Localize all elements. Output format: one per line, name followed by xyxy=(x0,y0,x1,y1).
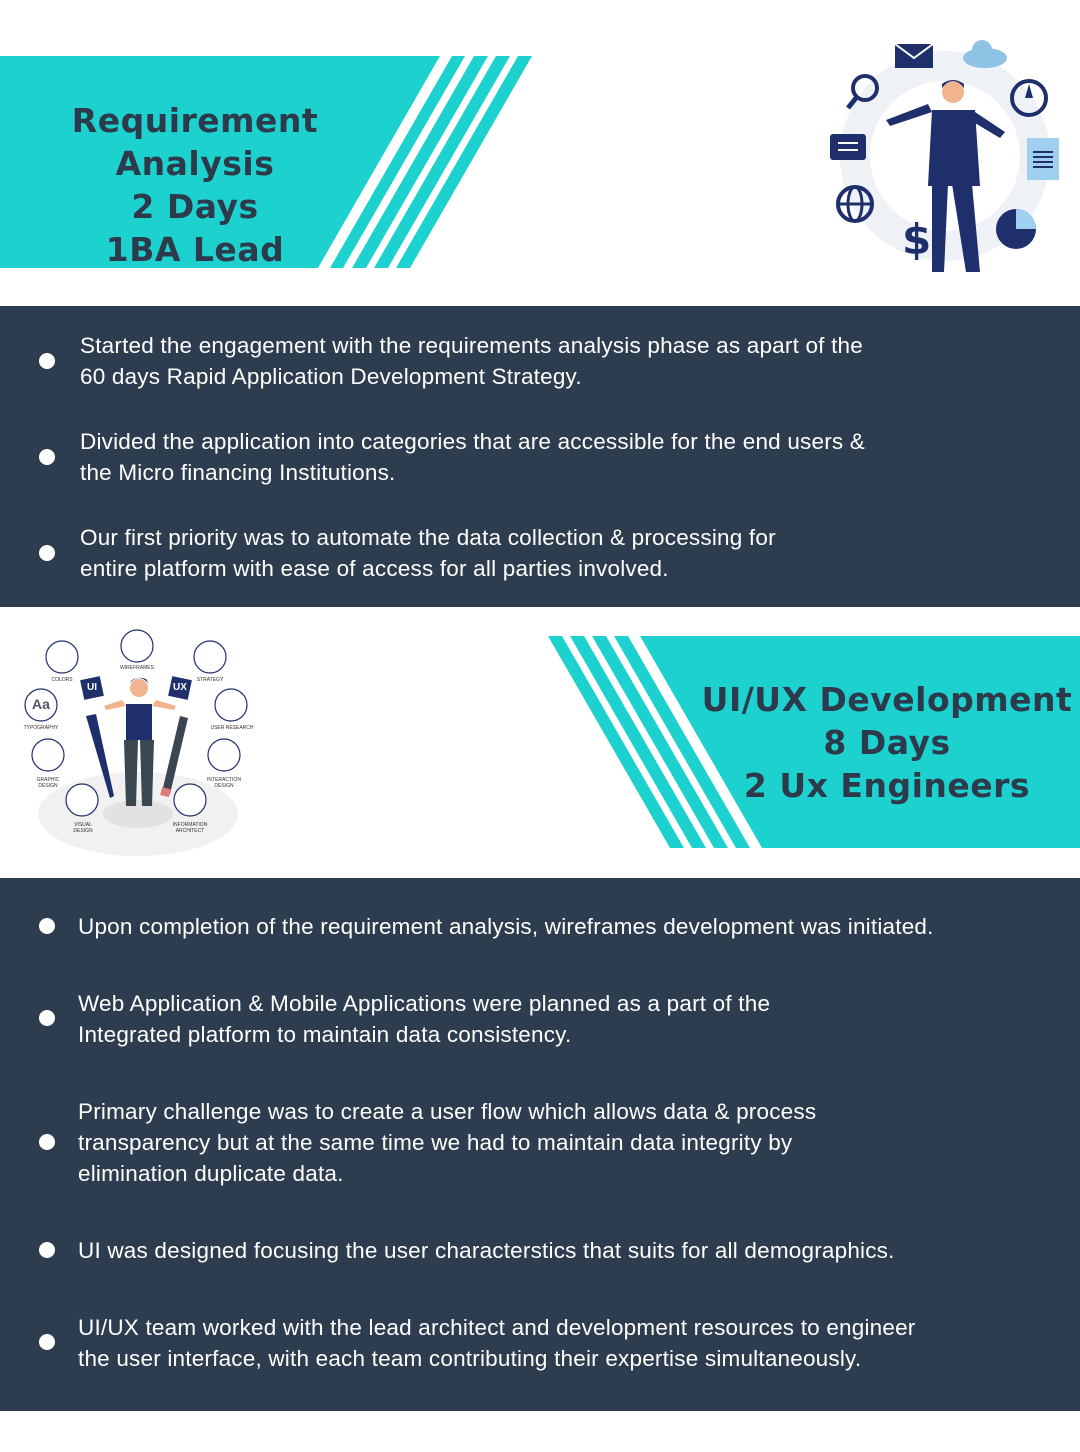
label-information-architect: INFORMATION ARCHITECT xyxy=(172,822,208,834)
title-line: 2 Days xyxy=(131,187,259,226)
bullet-text: Our first priority was to automate the d… xyxy=(80,525,776,550)
businessman-figure xyxy=(886,80,1005,272)
label-strategy: STRATEGY xyxy=(196,677,224,683)
title-line: 1BA Lead xyxy=(105,230,285,269)
brush-icon xyxy=(86,714,114,798)
magnifier-icon xyxy=(846,74,879,110)
title-line: 8 Days xyxy=(823,723,951,762)
bullet-text: Web Application & Mobile Applications we… xyxy=(78,991,771,1016)
banner-shape xyxy=(0,56,532,268)
ui-cube-icon xyxy=(80,676,104,700)
uiux-illustration: UI UX Aa COLORS WIREFRAMES STRATEGY TYPO… xyxy=(18,624,258,859)
bullet-text: 60 days Rapid Application Development St… xyxy=(80,364,582,389)
bullet-dot-icon xyxy=(39,545,55,561)
bullet-dot-icon xyxy=(39,1242,55,1258)
cloud-icon xyxy=(963,40,1007,68)
bullet-dot-icon xyxy=(39,918,55,934)
ux-label: UX xyxy=(173,682,187,693)
ux-cube-icon xyxy=(168,676,192,700)
chat-icon xyxy=(830,134,866,160)
globe-icon xyxy=(836,185,874,223)
bullet-text: Primary challenge was to create a user f… xyxy=(78,1099,817,1124)
title-line: Requirement Analysis xyxy=(71,101,319,183)
bullet-text: elimination duplicate data. xyxy=(78,1161,344,1186)
bullet-dot-icon xyxy=(39,449,55,465)
label-wireframes: WIREFRAMES xyxy=(120,665,154,671)
label-typography: TYPOGRAPHY xyxy=(23,725,59,731)
banner-shape xyxy=(548,636,1080,848)
bullet-text: entire platform with ease of access for … xyxy=(80,556,669,581)
bullet-text: Divided the application into categories … xyxy=(80,429,865,454)
title-line: UI/UX Development xyxy=(701,680,1073,719)
bullet-dot-icon xyxy=(39,1010,55,1026)
label-graphic-design: GRAPHIC DESIGN xyxy=(36,777,60,789)
bullet-text: Started the engagement with the requirem… xyxy=(80,333,863,358)
envelope-icon xyxy=(894,43,934,68)
section-title-uiux-development: UI/UX Development 8 Days 2 Ux Engineers xyxy=(700,678,1074,807)
label-user-research: USER RESEARCH xyxy=(210,725,254,731)
bullet-text: transparency but at the same time we had… xyxy=(78,1130,793,1155)
label-colors: COLORS xyxy=(51,677,73,683)
pie-chart-icon xyxy=(996,209,1036,249)
compass-icon xyxy=(1010,79,1048,117)
label-visual-design: VISUAL DESIGN xyxy=(73,822,93,834)
bullet-text: UI/UX team worked with the lead architec… xyxy=(78,1315,916,1340)
bullet-text: UI was designed focusing the user charac… xyxy=(78,1238,895,1263)
requirement-analysis-panel: Started the engagement with the requirem… xyxy=(0,306,1080,607)
bullet-text: the Micro financing Institutions. xyxy=(80,460,396,485)
title-line: 2 Ux Engineers xyxy=(743,766,1031,805)
bullet-dot-icon xyxy=(39,353,55,369)
bullet-dot-icon xyxy=(39,1134,55,1150)
section-title-requirement-analysis: Requirement Analysis 2 Days 1BA Lead xyxy=(0,99,390,271)
ui-label: UI xyxy=(87,682,97,693)
typography-glyph: Aa xyxy=(32,696,50,712)
bullet-text: Upon completion of the requirement analy… xyxy=(78,914,934,939)
bullet-text: the user interface, with each team contr… xyxy=(78,1346,862,1371)
bullet-text: Integrated platform to maintain data con… xyxy=(78,1022,572,1047)
document-icon xyxy=(1027,138,1059,180)
bullet-dot-icon xyxy=(39,1334,55,1350)
label-interaction-design: INTERACTION DESIGN xyxy=(207,777,241,789)
businessman-illustration: $ xyxy=(830,40,1059,272)
pencil-icon xyxy=(160,716,188,798)
uiux-development-panel: Upon completion of the requirement analy… xyxy=(0,878,1080,1411)
woman-figure xyxy=(104,677,176,806)
dollar-icon: $ xyxy=(902,215,931,264)
